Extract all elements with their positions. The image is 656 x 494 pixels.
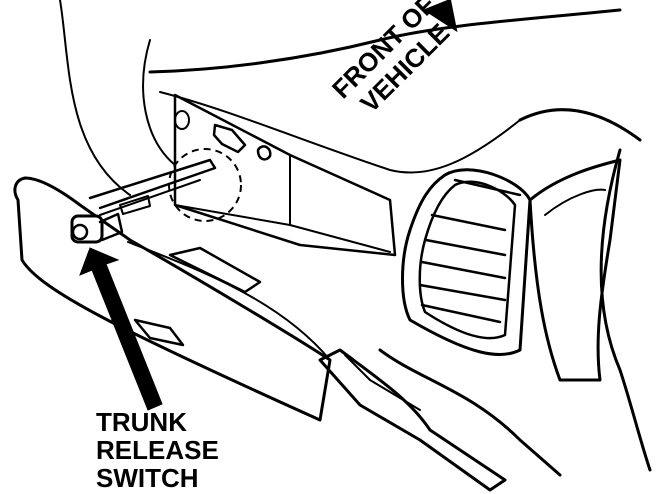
trunk-release-switch-button — [71, 223, 89, 241]
switch-wire-upper — [88, 158, 217, 210]
door-latch-handle — [133, 318, 185, 347]
latch-screw — [174, 110, 190, 130]
glovebox-back-wall — [289, 154, 391, 253]
front-direction-arrow-icon — [422, 0, 458, 33]
dashboard-top-edge — [148, 8, 622, 74]
glovebox-item — [168, 246, 262, 294]
switch-wire-lower — [99, 179, 201, 216]
switch-mount — [98, 212, 124, 242]
glovebox-door — [13, 176, 332, 422]
lower-dash-curve — [378, 348, 562, 477]
right-panel-inner — [544, 188, 606, 216]
callout-label-line2: RELEASE — [96, 435, 219, 465]
callout-label-line1: TRUNK — [96, 407, 187, 437]
callout-label-line3: SWITCH — [96, 463, 199, 493]
dashboard-top-inner — [159, 91, 521, 174]
latch-bracket — [212, 123, 247, 154]
switch-connector — [119, 195, 151, 215]
callout-arrow-icon — [79, 247, 163, 411]
bumper-stop — [256, 145, 272, 161]
trunk-release-switch-label: TRUNK RELEASE SWITCH — [96, 407, 219, 493]
right-panel — [528, 158, 622, 382]
air-vent — [401, 168, 532, 356]
dashboard-right-edge — [599, 148, 652, 472]
dashboard-right-curve — [518, 108, 642, 142]
dashboard-inner-contour — [142, 39, 176, 166]
glovebox-opening — [173, 93, 397, 257]
glovebox-floor-line — [174, 204, 291, 226]
dashboard-left-contour — [59, 0, 131, 196]
lower-trim-edge — [344, 354, 421, 411]
